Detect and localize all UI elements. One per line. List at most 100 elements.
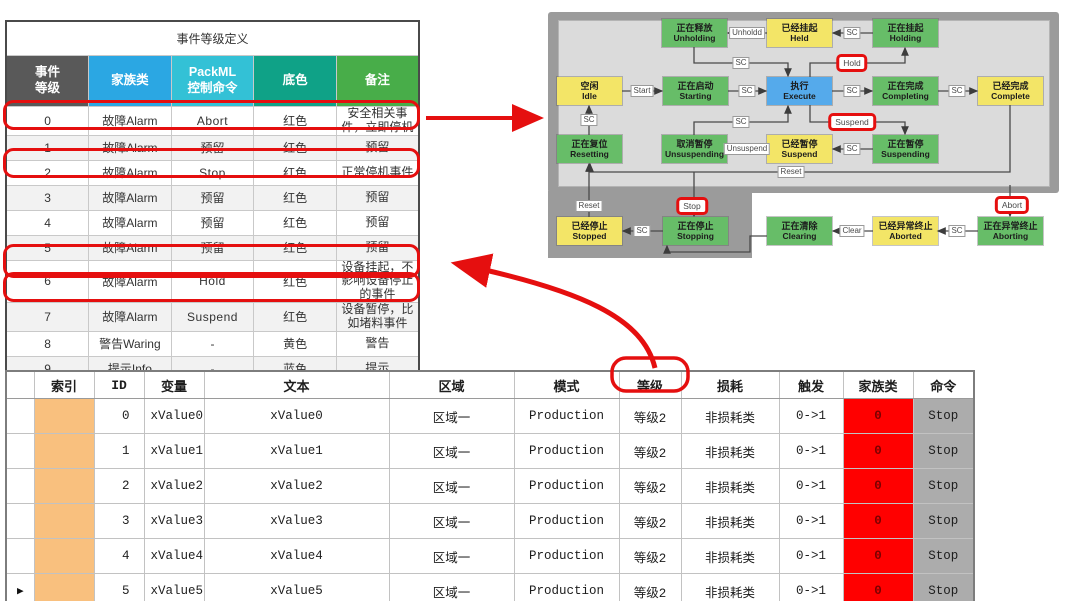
grid-cell-area[interactable]: 区域一: [388, 573, 515, 601]
grid-cell-loss[interactable]: 非损耗类: [680, 573, 780, 601]
grid-cell-text[interactable]: xValue0: [203, 398, 390, 434]
grid-cell-command[interactable]: Stop: [912, 468, 975, 504]
grid-cell-id[interactable]: 3: [93, 503, 145, 539]
grid-cell-mode[interactable]: Production: [513, 503, 620, 539]
grid-cell-area[interactable]: 区域一: [388, 398, 515, 434]
grid-cell-command[interactable]: Stop: [912, 398, 975, 434]
grid-cell-loss[interactable]: 非损耗类: [680, 398, 780, 434]
grid-cell-selector[interactable]: [5, 398, 35, 434]
grid-cell-loss[interactable]: 非损耗类: [680, 468, 780, 504]
grid-cell-variable[interactable]: xValue2: [143, 468, 205, 504]
grid-cell-loss[interactable]: 非损耗类: [680, 503, 780, 539]
grid-cell-variable[interactable]: xValue3: [143, 503, 205, 539]
grid-cell-family[interactable]: 0: [842, 503, 914, 539]
definition-cell-family: 故障Alarm: [88, 301, 172, 332]
definition-cell-level: 7: [5, 301, 90, 332]
grid-cell-mode[interactable]: Production: [513, 398, 620, 434]
grid-cell-trigger[interactable]: 0->1: [778, 468, 844, 504]
grid-cell-family[interactable]: 0: [842, 398, 914, 434]
grid-cell-family[interactable]: 0: [842, 433, 914, 469]
grid-cell-family[interactable]: 0: [842, 538, 914, 574]
grid-cell-selector[interactable]: [5, 503, 35, 539]
definition-header-cell: 事件等级: [5, 55, 90, 107]
grid-cell-area[interactable]: 区域一: [388, 433, 515, 469]
transition-label-sc: SC: [843, 85, 861, 97]
grid-cell-family[interactable]: 0: [842, 573, 914, 601]
grid-cell-id[interactable]: 0: [93, 398, 145, 434]
grid-cell-area[interactable]: 区域一: [388, 538, 515, 574]
grid-cell-text[interactable]: xValue1: [203, 433, 390, 469]
transition-label-start: Start: [630, 85, 654, 97]
grid-header-家族类: 家族类: [842, 370, 914, 399]
grid-cell-index[interactable]: [33, 398, 95, 434]
grid-cell-id[interactable]: 2: [93, 468, 145, 504]
grid-cell-id[interactable]: 5: [93, 573, 145, 601]
grid-cell-variable[interactable]: xValue4: [143, 538, 205, 574]
grid-cell-family[interactable]: 0: [842, 468, 914, 504]
grid-cell-level[interactable]: 等级2: [618, 573, 682, 601]
grid-cell-index[interactable]: [33, 433, 95, 469]
grid-cell-level[interactable]: 等级2: [618, 433, 682, 469]
transition-label-reset: Reset: [575, 200, 603, 212]
grid-cell-index[interactable]: [33, 468, 95, 504]
definition-cell-bgcolor: 红色: [253, 134, 337, 161]
grid-cell-mode[interactable]: Production: [513, 573, 620, 601]
grid-cell-selector[interactable]: [5, 538, 35, 574]
grid-cell-text[interactable]: xValue2: [203, 468, 390, 504]
definition-cell-level: 6: [5, 259, 90, 303]
grid-cell-id[interactable]: 1: [93, 433, 145, 469]
grid-cell-trigger[interactable]: 0->1: [778, 433, 844, 469]
grid-cell-area[interactable]: 区域一: [388, 503, 515, 539]
grid-cell-loss[interactable]: 非损耗类: [680, 538, 780, 574]
definition-header-cell: 家族类: [88, 55, 172, 107]
grid-cell-trigger[interactable]: 0->1: [778, 503, 844, 539]
grid-cell-command[interactable]: Stop: [912, 433, 975, 469]
grid-cell-index[interactable]: [33, 573, 95, 601]
grid-cell-level[interactable]: 等级2: [618, 538, 682, 574]
grid-cell-text[interactable]: xValue4: [203, 538, 390, 574]
grid-cell-trigger[interactable]: 0->1: [778, 538, 844, 574]
grid-cell-level[interactable]: 等级2: [618, 503, 682, 539]
grid-cell-mode[interactable]: Production: [513, 538, 620, 574]
grid-cell-text[interactable]: xValue5: [203, 573, 390, 601]
transition-label-unsuspend: Unsuspend: [723, 143, 771, 155]
grid-cell-id[interactable]: 4: [93, 538, 145, 574]
grid-cell-loss[interactable]: 非损耗类: [680, 433, 780, 469]
grid-cell-variable[interactable]: xValue0: [143, 398, 205, 434]
grid-cell-variable[interactable]: xValue1: [143, 433, 205, 469]
grid-header-模式: 模式: [513, 370, 620, 399]
definition-header-cell: 备注: [335, 55, 420, 107]
grid-cell-area[interactable]: 区域一: [388, 468, 515, 504]
grid-cell-text[interactable]: xValue3: [203, 503, 390, 539]
grid-cell-trigger[interactable]: 0->1: [778, 573, 844, 601]
grid-cell-level[interactable]: 等级2: [618, 468, 682, 504]
grid-cell-command[interactable]: Stop: [912, 538, 975, 574]
grid-cell-variable[interactable]: xValue5: [143, 573, 205, 601]
definition-cell-bgcolor: 红色: [253, 106, 337, 136]
grid-cell-selector[interactable]: [5, 433, 35, 469]
definition-cell-family: 故障Alarm: [88, 106, 172, 136]
grid-cell-trigger[interactable]: 0->1: [778, 398, 844, 434]
grid-cell-index[interactable]: [33, 538, 95, 574]
grid-cell-mode[interactable]: Production: [513, 468, 620, 504]
grid-cell-command[interactable]: Stop: [912, 573, 975, 601]
grid-cell-command[interactable]: Stop: [912, 503, 975, 539]
grid-cell-selector[interactable]: [5, 468, 35, 504]
grid-cell-level[interactable]: 等级2: [618, 398, 682, 434]
grid-cell-index[interactable]: [33, 503, 95, 539]
grid-cell-selector[interactable]: ▶: [5, 573, 35, 601]
grid-header-ID: ID: [93, 370, 145, 399]
grid-cell-mode[interactable]: Production: [513, 433, 620, 469]
